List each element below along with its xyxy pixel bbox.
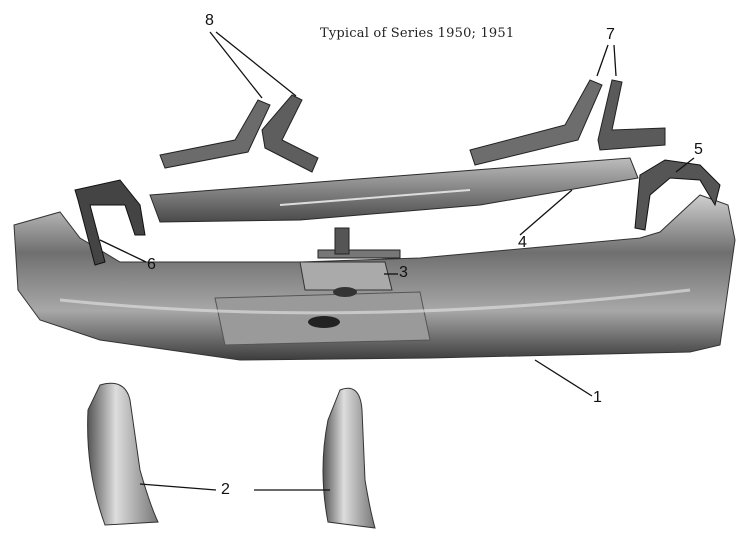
callout-4: 4 — [518, 234, 527, 251]
license-bracket-3 — [299, 227, 401, 297]
bumper-guard-left-2 — [87, 382, 159, 526]
callout-3: 3 — [399, 264, 408, 281]
bracket-right-7 — [469, 79, 666, 166]
end-bracket-left-6 — [74, 179, 146, 266]
end-bracket-right-5 — [634, 159, 721, 231]
bracket-left-8 — [159, 94, 319, 173]
callout-8: 8 — [205, 12, 214, 29]
leader-lines — [99, 31, 695, 491]
bumper-guard-right-2 — [322, 387, 376, 529]
callout-7: 7 — [606, 26, 615, 43]
diagram-title: Typical of Series 1950; 1951 — [320, 26, 515, 41]
callout-5: 5 — [694, 141, 703, 158]
callout-2: 2 — [221, 481, 230, 498]
callout-6: 6 — [147, 256, 156, 273]
callout-1: 1 — [593, 389, 602, 406]
reinforcement-bar — [149, 157, 639, 223]
